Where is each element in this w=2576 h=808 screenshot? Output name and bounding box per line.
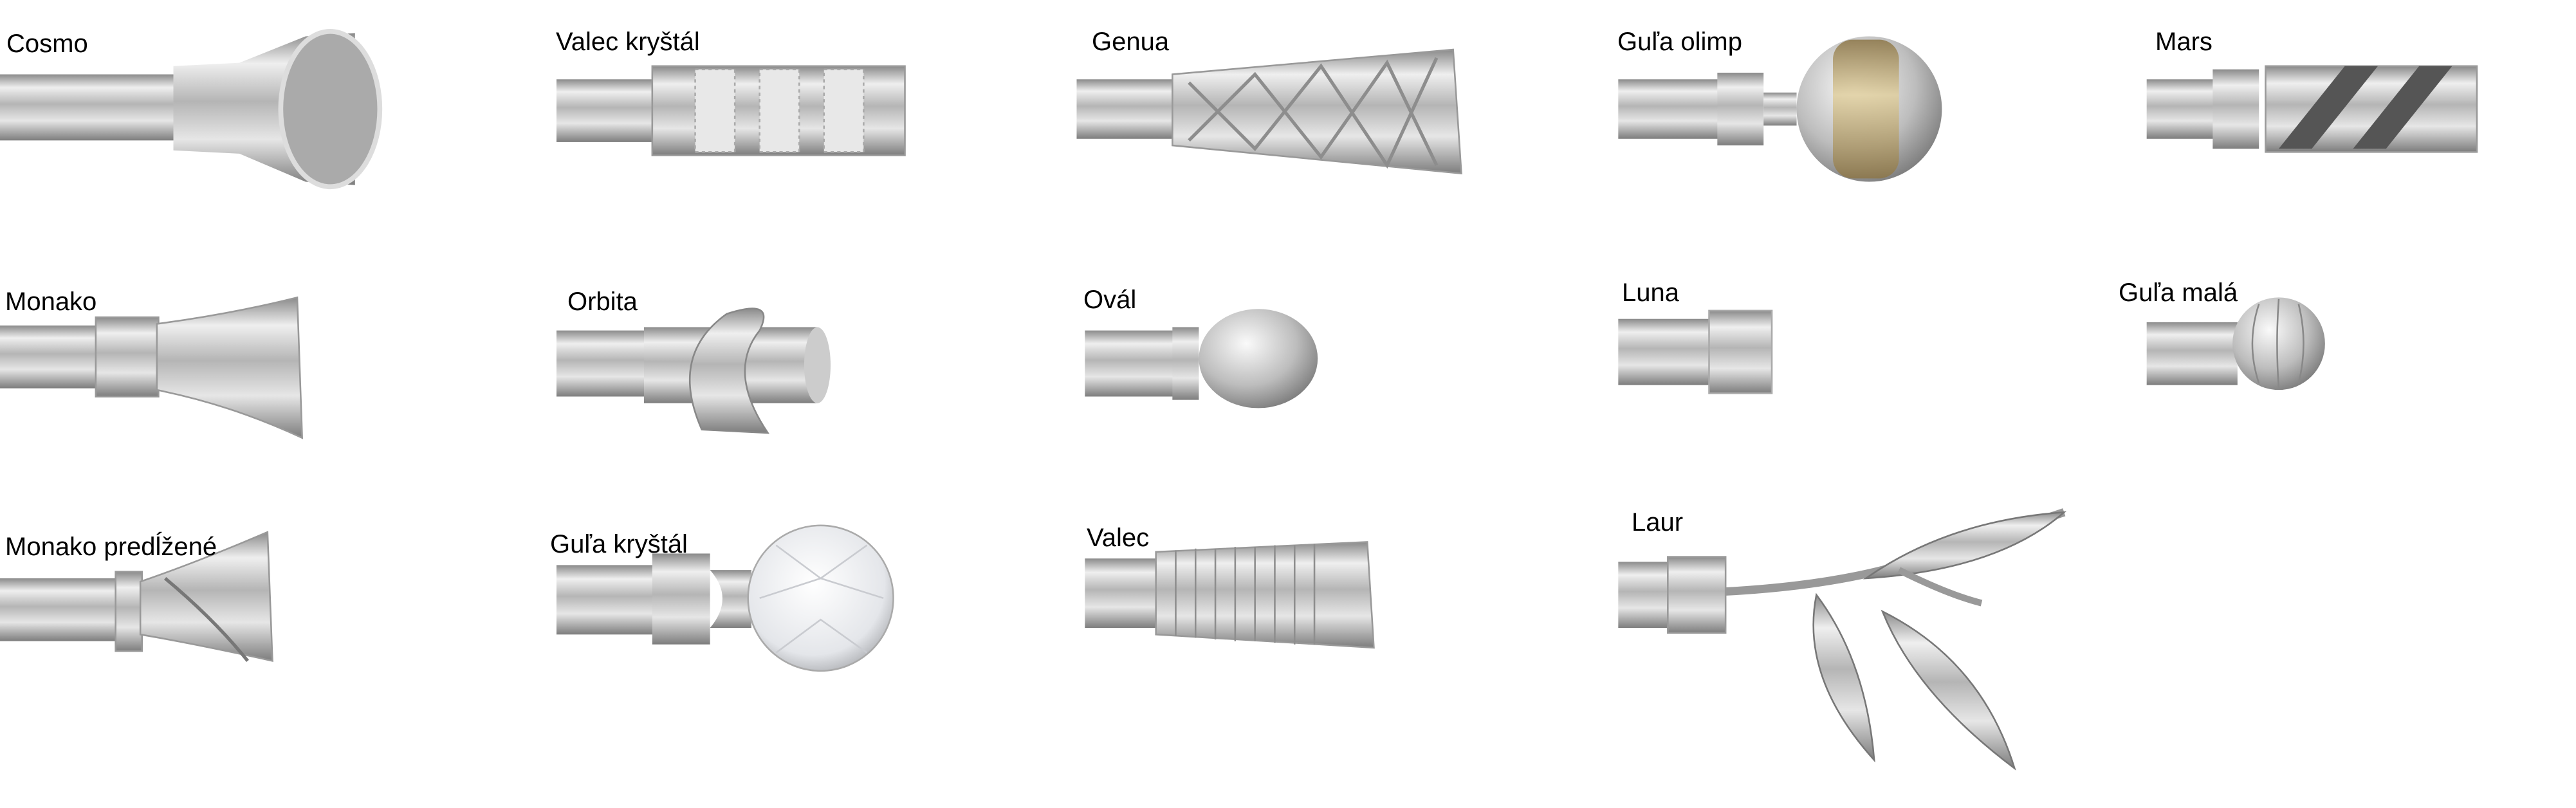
finial-valec-krystal	[556, 65, 906, 156]
finial-genua	[1076, 48, 1462, 175]
finial-orbita	[556, 308, 831, 434]
finial-oval	[1085, 309, 1318, 409]
finial-gula-krystal	[556, 524, 894, 672]
finial-monako-predlzene	[0, 531, 273, 663]
finial-gula-olimp	[1618, 36, 1942, 182]
finial-monako	[0, 296, 304, 439]
finial-mars	[2146, 65, 2478, 153]
product-label-genua: Genua	[1092, 28, 1170, 56]
product-label-mars: Mars	[2155, 28, 2213, 56]
product-label-valec: Valec	[1087, 524, 1150, 552]
product-label-orbita: Orbita	[567, 288, 638, 316]
product-label-gula-krystal: Guľa kryštál	[550, 530, 688, 558]
finial-laur	[1618, 508, 2067, 771]
product-label-gula-mala: Guľa malá	[2119, 279, 2238, 307]
product-label-gula-olimp: Guľa olimp	[1617, 28, 1742, 56]
product-label-luna: Luna	[1622, 279, 1679, 307]
finial-valec	[1085, 541, 1375, 649]
product-label-laur: Laur	[1632, 508, 1684, 537]
product-label-monako-predlzene: Monako predĺžené	[5, 533, 217, 561]
finial-gula-mala	[2146, 297, 2325, 390]
product-label-oval: Ovál	[1083, 286, 1137, 314]
finial-cosmo	[0, 28, 383, 190]
product-label-valec-krystal: Valec kryštál	[556, 28, 700, 56]
finial-luna	[1618, 309, 1773, 394]
product-label-monako: Monako	[5, 288, 97, 316]
product-label-cosmo: Cosmo	[6, 30, 88, 58]
